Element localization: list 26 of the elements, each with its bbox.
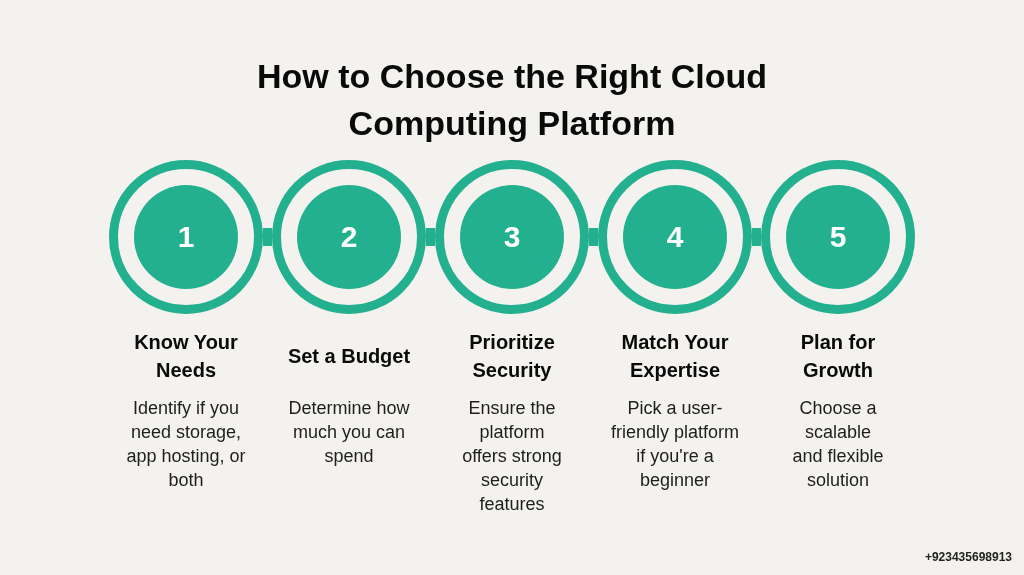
step-number: 1 [177,222,195,252]
step-description: Identify if you need storage, app hosting, or both [125,397,247,492]
step-heading: Know Your Needs [133,330,239,383]
step-description: Choose a scalable and flexible solution [791,397,885,492]
title: How to Choose the Right Cloud Computing Platform [256,56,768,144]
step-description: Determine how much you can spend [287,397,411,468]
step-circle [272,160,426,314]
step-heading: Match Your Expertise [620,330,730,383]
step-heading: Plan for Growth [799,330,877,383]
connector-bar [589,228,598,246]
step-circle [435,160,589,314]
step-heading: Set a Budget [286,344,412,369]
step-number: 3 [503,222,521,252]
connector-bar [426,228,435,246]
step-number: 2 [340,222,358,252]
step-circle [761,160,915,314]
step-circle [598,160,752,314]
step-description: Ensure the platform offers strong security features [461,397,563,516]
connector-bar [752,228,761,246]
step-number: 5 [829,222,847,252]
step-description: Pick a user-friendly platform if you're a beginner [609,397,741,492]
step-number: 4 [666,222,684,252]
step-heading: Prioritize Security [468,330,556,383]
connector-bar [263,228,272,246]
phone-number: +923435698913 [924,550,1012,564]
step-circle [109,160,263,314]
